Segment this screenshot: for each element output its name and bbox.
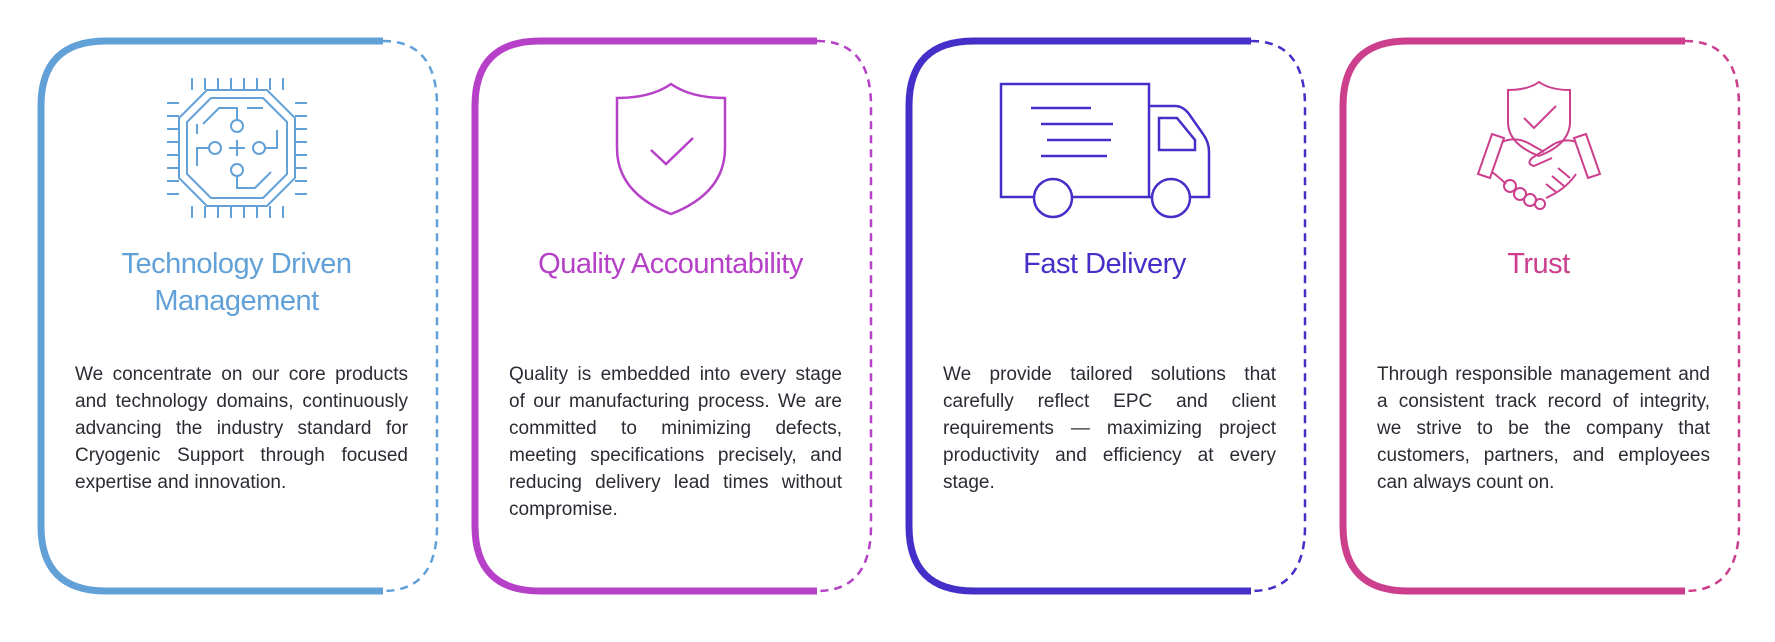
card-title: Quality Accountability xyxy=(538,248,803,280)
handshake-shield-icon xyxy=(1476,80,1601,210)
chip-icon xyxy=(166,78,307,218)
card-trust: Trust Through responsible management and… xyxy=(1339,37,1741,595)
card-description: Quality is embedded into every stage of … xyxy=(509,364,842,520)
card-description: Through responsible management and a con… xyxy=(1377,364,1710,493)
card-technology: Technology Driven Management We concentr… xyxy=(37,37,439,595)
card-description: We concentrate on our core products and … xyxy=(75,364,408,493)
card-frame xyxy=(37,37,439,595)
card-delivery: Fast Delivery We provide tailored soluti… xyxy=(905,37,1307,595)
card-description: We provide tailored solutions that caref… xyxy=(943,364,1276,493)
card-frame xyxy=(471,37,873,595)
delivery-truck-icon xyxy=(999,82,1210,219)
shield-check-icon xyxy=(615,82,726,216)
card-frame xyxy=(905,37,1307,595)
card-title: Fast Delivery xyxy=(1023,248,1186,280)
card-title: Technology Driven Management xyxy=(121,248,352,317)
card-title: Trust xyxy=(1507,248,1570,280)
card-frame xyxy=(1339,37,1741,595)
card-quality: Quality Accountability Quality is embedd… xyxy=(471,37,873,595)
